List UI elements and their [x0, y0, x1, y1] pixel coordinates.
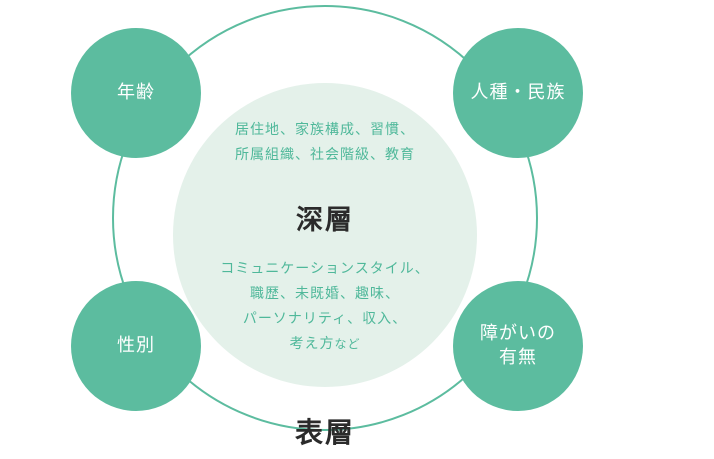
node-race-ethnicity-label: 人種・民族 — [470, 82, 566, 103]
deep-top-line-1: 居住地、家族構成、習慣、 — [235, 122, 415, 138]
deep-bottom-line-4-main: 考え方 — [289, 336, 335, 352]
deep-attributes-top: 居住地、家族構成、習慣、 所属組織、社会階級、教育 — [200, 118, 450, 168]
deep-bottom-line-2: 職歴、未既婚、趣味、 — [250, 286, 400, 302]
deep-bottom-line-3: パーソナリティ、収入、 — [242, 311, 408, 327]
deep-attributes-bottom: コミュニケーションスタイル、 職歴、未既婚、趣味、 パーソナリティ、収入、 考え… — [200, 257, 450, 357]
node-gender-label: 性別 — [117, 335, 155, 356]
node-gender: 性別 — [71, 281, 201, 411]
node-disability: 障がいの 有無 — [453, 281, 583, 411]
deep-layer-circle — [173, 83, 477, 387]
node-disability-label-line1: 障がいの — [480, 323, 556, 344]
deep-bottom-line-1: コミュニケーションスタイル、 — [220, 261, 430, 277]
node-age-label: 年齢 — [117, 82, 155, 103]
surface-ring — [112, 5, 538, 431]
node-disability-label-line2: 有無 — [499, 347, 537, 368]
deep-top-line-2: 所属組織、社会階級、教育 — [235, 147, 415, 163]
node-age: 年齢 — [71, 28, 201, 158]
node-race-ethnicity: 人種・民族 — [453, 28, 583, 158]
surface-layer-title: 表層 — [294, 416, 355, 449]
deep-bottom-line-4: 考え方など — [200, 332, 450, 357]
deep-bottom-line-4-suffix: など — [334, 337, 361, 351]
deep-layer-title: 深層 — [296, 205, 354, 236]
